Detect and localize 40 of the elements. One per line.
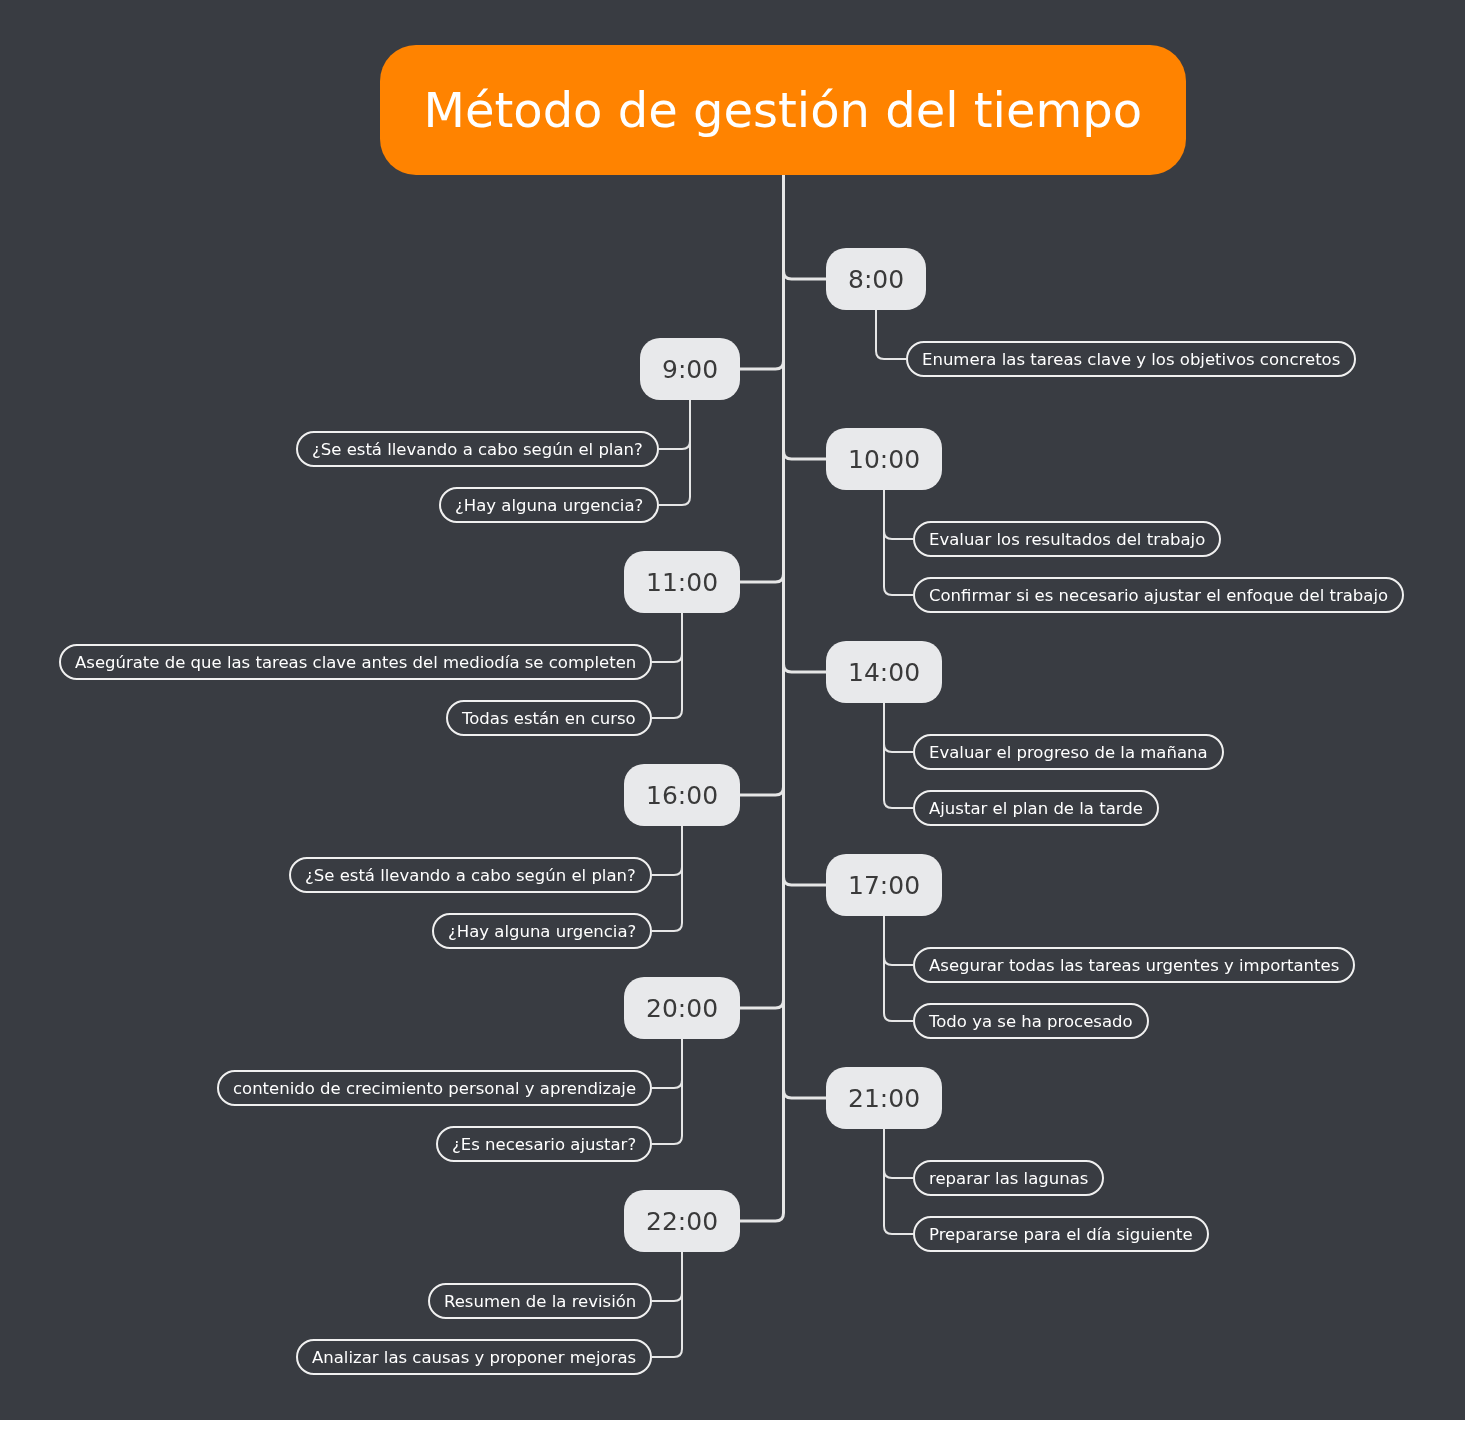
task-pill: Ajustar el plan de la tarde (913, 790, 1159, 826)
time-node: 20:00 (624, 977, 741, 1039)
time-node: 21:00 (826, 1067, 943, 1129)
task-pill: Enumera las tareas clave y los objetivos concretos (906, 341, 1357, 377)
connector-line (658, 399, 691, 506)
connector-line (883, 915, 914, 1022)
title-box: Método de gestión del tiempo (379, 45, 1187, 175)
time-node: 17:00 (826, 854, 943, 916)
task-pill: Asegúrate de que las tareas clave antes del mediodía se completen (59, 644, 653, 680)
task-pill: ¿Se está llevando a cabo según el plan? (296, 431, 659, 467)
task-pill: ¿Hay alguna urgencia? (432, 913, 653, 949)
connector-line (883, 1128, 914, 1235)
time-node: 11:00 (624, 551, 741, 613)
connector-line (875, 309, 907, 360)
task-pill: Prepararse para el día siguiente (913, 1216, 1209, 1252)
task-pill: Todas están en curso (446, 700, 652, 736)
task-pill: reparar las lagunas (913, 1160, 1105, 1196)
connector-line (651, 612, 683, 719)
connector-line (651, 1038, 683, 1145)
task-pill: Evaluar los resultados del trabajo (913, 521, 1222, 557)
task-pill: Analizar las causas y proponer mejoras (296, 1339, 653, 1375)
time-node: 10:00 (826, 428, 943, 490)
connector-line (883, 702, 914, 809)
task-pill: Asegurar todas las tareas urgentes y importantes (913, 947, 1356, 983)
task-pill: Evaluar el progreso de la mañana (913, 734, 1224, 770)
connector-line (651, 1251, 683, 1358)
time-node: 14:00 (826, 641, 943, 703)
task-pill: ¿Es necesario ajustar? (436, 1126, 653, 1162)
time-node: 8:00 (826, 248, 927, 310)
time-node: 22:00 (624, 1190, 741, 1252)
task-pill: ¿Se está llevando a cabo según el plan? (289, 857, 652, 893)
connector-line (883, 489, 914, 596)
task-pill: Todo ya se ha procesado (913, 1003, 1149, 1039)
time-node: 9:00 (640, 338, 741, 400)
connector-line (651, 825, 683, 932)
time-node: 16:00 (624, 764, 741, 826)
task-pill: Resumen de la revisión (428, 1283, 653, 1319)
task-pill: ¿Hay alguna urgencia? (439, 487, 660, 523)
task-pill: contenido de crecimiento personal y aprendizaje (217, 1070, 653, 1106)
task-pill: Confirmar si es necesario ajustar el enfoque del trabajo (913, 577, 1405, 613)
